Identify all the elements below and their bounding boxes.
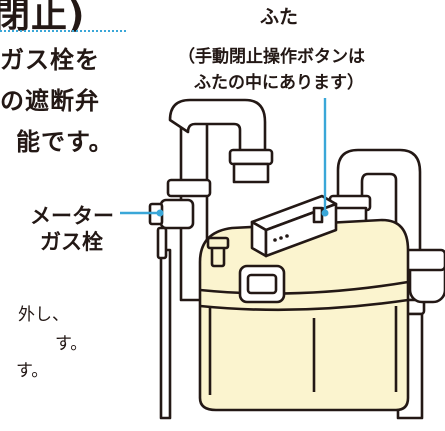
lid-label: ふた: [260, 6, 299, 28]
meter-body: [198, 218, 410, 412]
meter-valve-label-line-1: メーター: [30, 204, 114, 228]
meter-valve-label-line-2: ガス栓: [40, 230, 103, 254]
body-text-line-1: ガス栓を: [0, 46, 100, 74]
lid-box: [250, 194, 338, 258]
heading-underline: [0, 30, 126, 32]
small-text-line-1: 外し、: [18, 305, 69, 325]
small-text-line-3: す。: [16, 361, 49, 381]
section-heading: 閉止): [0, 0, 86, 36]
lid-note-line-1: （手動閉止操作ボタンは: [178, 47, 365, 67]
lid-note-line-2: ふたの中にあります）: [194, 73, 364, 93]
small-text-line-2: す。: [55, 334, 88, 354]
body-text-line-3: 能です。: [16, 128, 114, 156]
body-text-line-2: の遮断弁: [0, 87, 100, 115]
